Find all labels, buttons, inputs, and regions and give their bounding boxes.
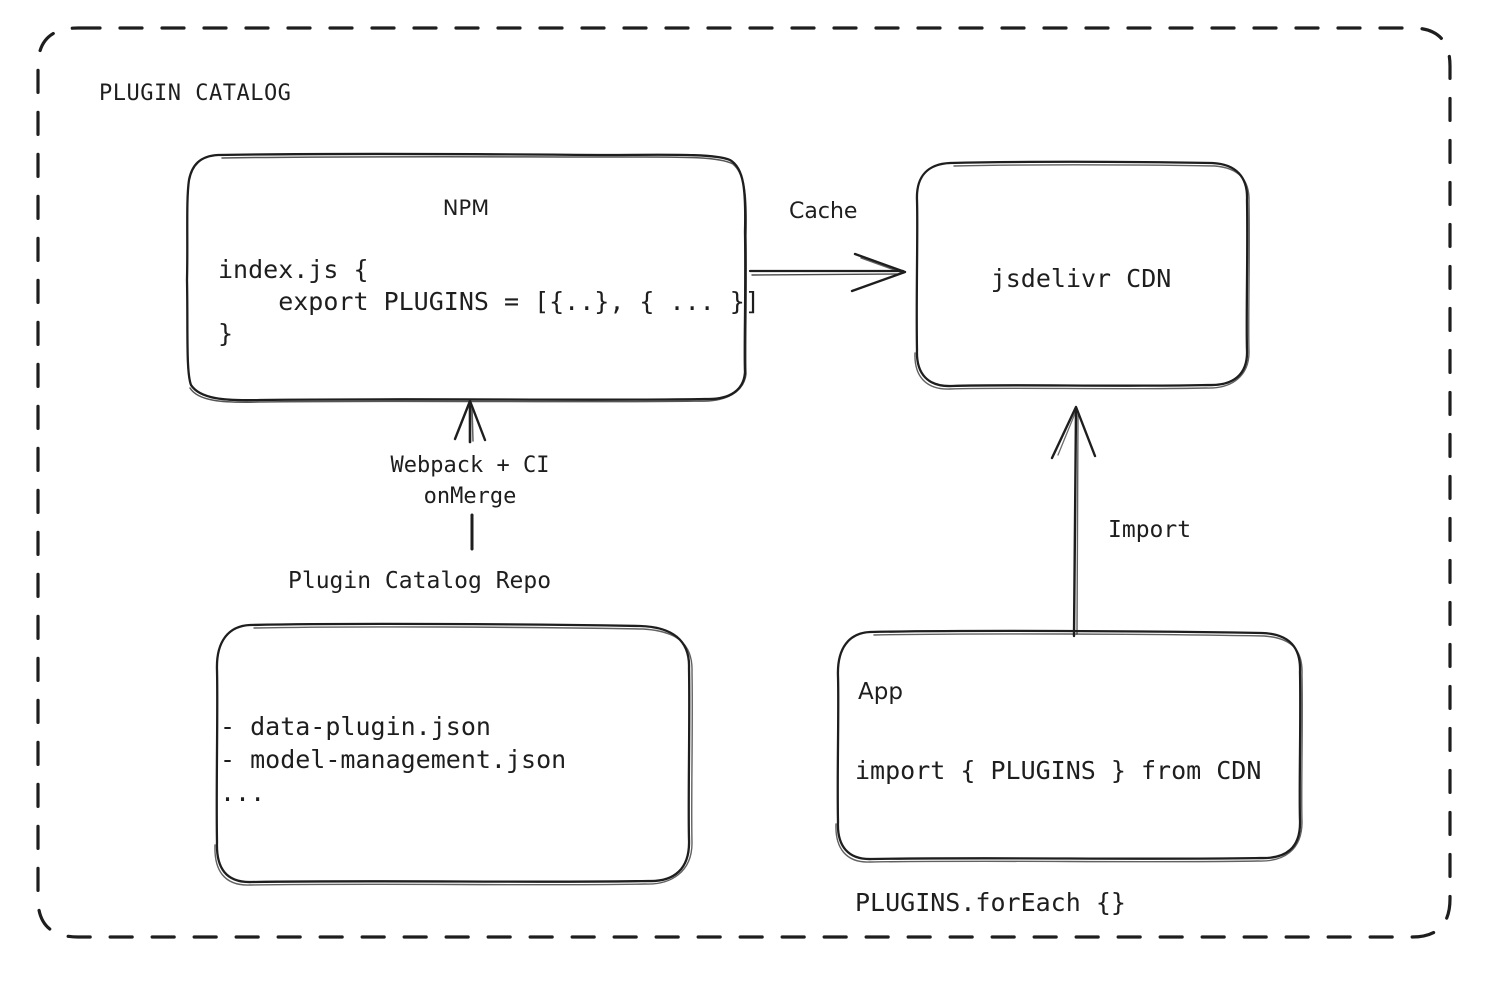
node-npm-shape[interactable] xyxy=(185,152,748,403)
node-npm-title: NPM xyxy=(442,196,490,220)
node-cdn-shape[interactable] xyxy=(914,160,1250,390)
node-repo-shape[interactable] xyxy=(214,622,693,886)
edge-npm-to-cdn xyxy=(748,252,907,293)
node-app-shape[interactable] xyxy=(835,629,1303,863)
node-repo-file-list: - data-plugin.json - model-management.js… xyxy=(220,712,567,807)
group-frame xyxy=(36,26,1452,939)
edge-app-to-cdn xyxy=(1050,405,1097,638)
node-npm-code: index.js { export PLUGINS = [{..}, { ...… xyxy=(218,255,760,348)
node-cdn-title: jsdelivr CDN xyxy=(990,264,1172,293)
group-title: PLUGIN CATALOG xyxy=(99,81,292,106)
node-app-title: App xyxy=(858,679,903,705)
edge-label-import: Import xyxy=(1108,517,1192,543)
edge-label-webpack-ci: Webpack + CI onMerge xyxy=(390,453,550,509)
edge-repo-to-npm xyxy=(453,399,487,551)
node-repo-title: Plugin Catalog Repo xyxy=(288,568,552,594)
edge-label-cache: Cache xyxy=(789,199,858,224)
node-app-code: import { PLUGINS } from CDN PLUGINS.forE… xyxy=(855,756,1262,917)
